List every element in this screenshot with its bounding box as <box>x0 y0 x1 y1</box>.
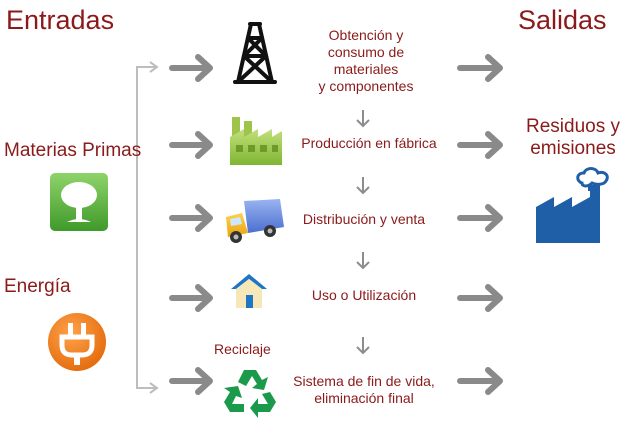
output-label-residuos: Residuos y emisiones <box>526 116 620 159</box>
input-label-energia: Energía <box>4 276 71 297</box>
stage-label-obtencion: Obtención y consumo de materiales y comp… <box>318 27 414 94</box>
stage-label-produccion: Producción en fábrica <box>301 135 437 151</box>
recycle-label: Reciclaje <box>214 341 271 357</box>
input-arrow-2 <box>169 131 213 159</box>
input-arrow-3 <box>169 204 213 232</box>
recycle-icon <box>222 366 278 418</box>
stage-down-arrow-1 <box>356 110 370 128</box>
plug-icon <box>46 311 108 373</box>
input-label-materias-primas: Materias Primas <box>4 140 142 161</box>
house-icon <box>229 271 269 311</box>
stage-label-uso: Uso o Utilización <box>311 287 417 303</box>
stage-down-arrow-2 <box>356 177 370 195</box>
inputs-title: Entradas <box>6 5 115 35</box>
input-arrow-1 <box>169 54 213 82</box>
delivery-truck-icon <box>222 197 286 245</box>
outputs-title: Salidas <box>518 5 607 35</box>
factory-emissions-icon <box>532 167 614 245</box>
output-arrow-5 <box>457 367 503 395</box>
stage-down-arrow-3 <box>356 252 370 270</box>
factory-icon <box>228 115 284 167</box>
output-arrow-3 <box>457 204 503 232</box>
output-arrow-4 <box>457 284 503 312</box>
input-arrow-4 <box>169 284 213 312</box>
tree-icon <box>49 172 109 232</box>
output-arrow-1 <box>457 54 503 82</box>
oil-derrick-icon <box>232 20 278 86</box>
stage-down-arrow-4 <box>356 337 370 355</box>
input-arrow-5 <box>169 367 213 395</box>
output-arrow-2 <box>457 131 503 159</box>
stage-label-fin-de-vida: Sistema de fin de vida, eliminación fina… <box>293 373 435 406</box>
stage-label-distribucion: Distribución y venta <box>302 211 426 227</box>
